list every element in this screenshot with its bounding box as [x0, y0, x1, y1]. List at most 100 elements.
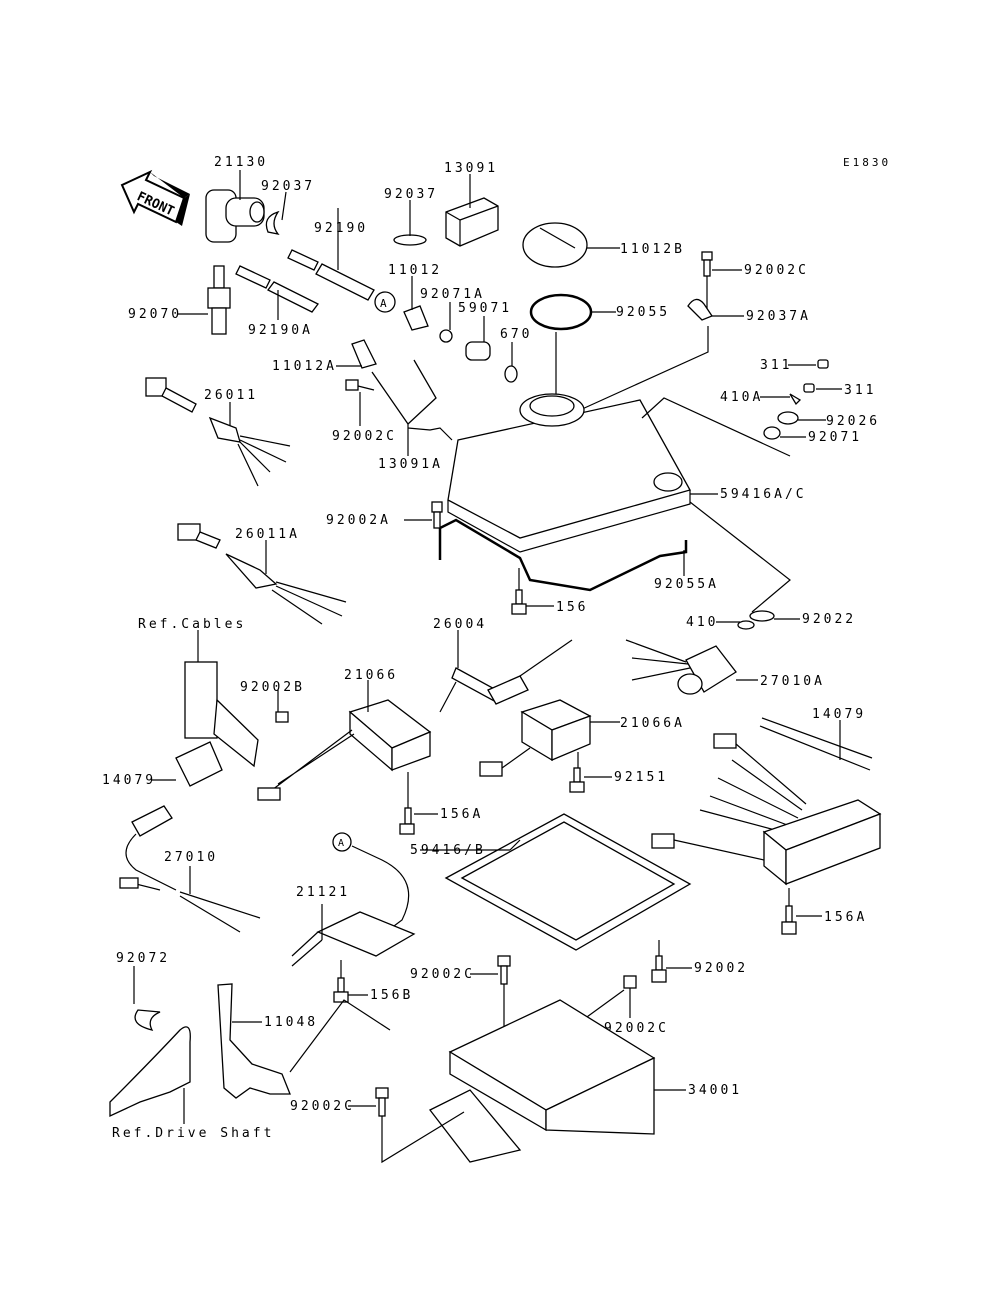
label-92190: 92190 — [314, 221, 368, 236]
part-59416AC-case[interactable] — [447, 393, 791, 613]
label-92002C-top: 92002C — [744, 263, 809, 278]
part-11012A-cap[interactable] — [336, 339, 377, 369]
part-156A-bolt-1[interactable] — [399, 772, 438, 835]
label-11012B: 11012B — [620, 242, 685, 257]
label-11012: 11012 — [388, 263, 442, 278]
part-92002-bolt[interactable] — [651, 940, 692, 983]
part-11048-bracket[interactable] — [217, 983, 391, 1099]
label-92070: 92070 — [128, 307, 182, 322]
label-21130: 21130 — [214, 155, 268, 170]
label-311-2: 311 — [844, 383, 876, 398]
part-21119-harness[interactable] — [651, 717, 882, 886]
part-27010A-switch[interactable] — [625, 639, 758, 695]
diagram-code: E1830 — [843, 156, 891, 169]
label-ref-cables: Ref.Cables — [138, 617, 246, 632]
part-156B-bolt[interactable] — [333, 960, 368, 1003]
part-92002A-bolt[interactable] — [404, 501, 443, 529]
part-92002B-bolt[interactable] — [275, 690, 289, 723]
part-156A-bolt-2[interactable] — [781, 888, 822, 935]
part-156-bolt[interactable] — [511, 568, 554, 615]
part-14079-cap[interactable] — [152, 741, 223, 787]
part-59071-fitting[interactable] — [465, 316, 491, 361]
part-670-o-ring[interactable] — [504, 342, 518, 383]
part-92002C-bolt-bottom[interactable] — [348, 1087, 465, 1164]
callout-a-lower: A — [338, 838, 344, 849]
label-311-1: 311 — [760, 358, 792, 373]
part-21130-plug-cap[interactable] — [205, 170, 265, 243]
part-92002C-bolt-center[interactable] — [470, 955, 511, 1028]
part-34001-bracket[interactable] — [429, 999, 686, 1163]
part-92037A-clamp[interactable] — [579, 298, 744, 411]
label-92055A: 92055A — [654, 577, 719, 592]
label-92071: 92071 — [808, 430, 862, 445]
part-92037-clip[interactable] — [265, 191, 287, 235]
label-11048: 11048 — [264, 1015, 318, 1030]
label-11012A: 11012A — [272, 359, 337, 374]
label-21119: 14079 — [812, 707, 866, 722]
ref-drive-shaft-bracket[interactable] — [109, 1026, 191, 1124]
part-92190A-tube[interactable] — [235, 265, 319, 320]
label-21066: 21066 — [344, 668, 398, 683]
part-21066-regulator[interactable] — [257, 680, 432, 801]
part-311-nut-2[interactable] — [803, 383, 842, 393]
label-92002: 92002 — [694, 961, 748, 976]
part-92026-grommet[interactable] — [777, 411, 826, 425]
label-92002C-bottom: 92002C — [290, 1099, 355, 1114]
part-92055-o-ring[interactable] — [529, 293, 616, 410]
label-21121: 21121 — [296, 885, 350, 900]
label-156A-1: 156A — [440, 807, 483, 822]
front-arrow-icon: FRONT — [120, 169, 190, 226]
part-26011A-sensor[interactable] — [177, 523, 347, 625]
part-21121-coil[interactable]: A — [291, 832, 416, 967]
part-27010-switch[interactable] — [119, 805, 261, 933]
label-156: 156 — [556, 600, 588, 615]
label-59416AC: 59416A/C — [720, 487, 807, 502]
part-92072-clip[interactable] — [133, 966, 161, 1031]
label-21066A: 21066A — [620, 716, 685, 731]
part-92002C-bolt-mid[interactable] — [345, 379, 375, 426]
part-92190-tube[interactable] — [287, 208, 375, 301]
part-92151-bolt[interactable] — [569, 752, 612, 793]
part-13091A-bracket[interactable] — [371, 359, 453, 456]
label-13091: 13091 — [444, 161, 498, 176]
label-156A-2: 156A — [824, 910, 867, 925]
part-11012-cap[interactable] — [403, 276, 429, 331]
label-26004: 26004 — [433, 617, 487, 632]
part-92037-clip-2[interactable] — [393, 200, 427, 246]
part-92002C-bolt-right[interactable] — [579, 975, 637, 1023]
label-92002A: 92002A — [326, 513, 391, 528]
label-92037-2: 92037 — [384, 187, 438, 202]
ref-cables-bracket[interactable] — [184, 630, 259, 768]
label-92002C-right: 92002C — [604, 1021, 669, 1036]
part-21066A-unit[interactable] — [479, 699, 620, 777]
label-92002C-mid: 92002C — [332, 429, 397, 444]
part-92071A-grommet[interactable] — [439, 302, 453, 343]
part-13091-bracket[interactable] — [445, 174, 499, 247]
label-92037A: 92037A — [746, 309, 811, 324]
part-92071-grommet[interactable] — [763, 426, 806, 440]
label-670: 670 — [500, 327, 532, 342]
part-92070-spark-plug[interactable] — [178, 265, 231, 335]
part-410-o-ring[interactable] — [716, 620, 755, 630]
label-92055: 92055 — [616, 305, 670, 320]
part-11012B-cap[interactable] — [522, 222, 620, 268]
part-26011-sensor[interactable] — [145, 377, 291, 487]
label-410A: 410A — [720, 390, 763, 405]
part-311-nut-1[interactable] — [788, 359, 829, 369]
part-59416B-frame[interactable] — [420, 813, 692, 951]
part-92055A-gasket[interactable] — [438, 518, 688, 592]
label-27010A: 27010A — [760, 674, 825, 689]
label-92151: 92151 — [614, 770, 668, 785]
label-92022: 92022 — [802, 612, 856, 627]
part-92002C-bolt-top[interactable] — [701, 251, 742, 310]
label-92071A: 92071A — [420, 287, 485, 302]
label-92002B: 92002B — [240, 680, 305, 695]
label-92190A: 92190A — [248, 323, 313, 338]
callout-a-circle — [374, 291, 396, 313]
part-410A-pin[interactable] — [760, 393, 802, 406]
part-26004-resistor[interactable] — [439, 630, 573, 713]
label-156B: 156B — [370, 988, 413, 1003]
part-92022-washer[interactable] — [749, 610, 800, 622]
label-92026: 92026 — [826, 414, 880, 429]
